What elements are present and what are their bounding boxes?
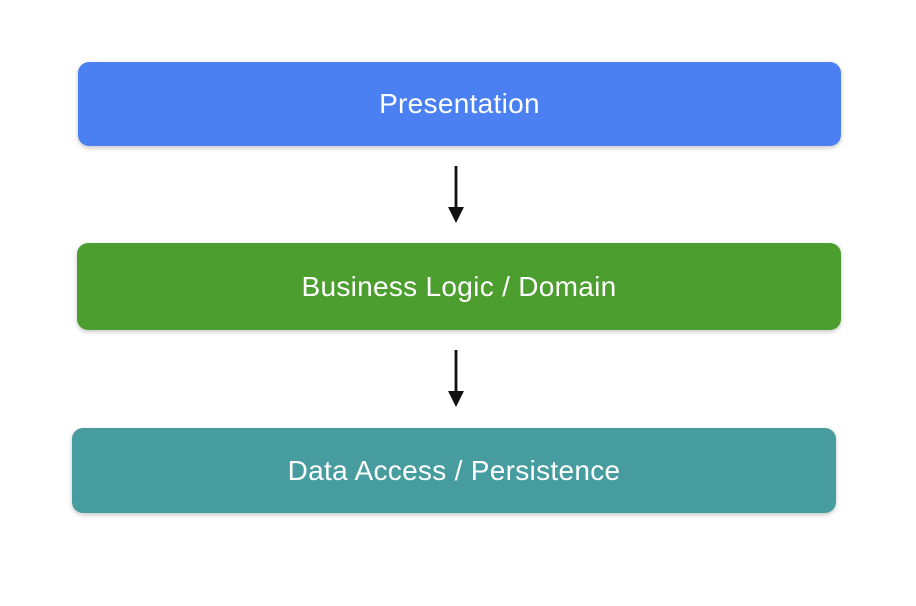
layer-label-business-logic: Business Logic / Domain bbox=[301, 270, 617, 302]
layer-box-business-logic: Business Logic / Domain bbox=[77, 243, 841, 330]
layer-label-presentation: Presentation bbox=[379, 88, 540, 119]
layer-label-data-access: Data Access / Persistence bbox=[287, 454, 621, 486]
down-arrow-icon bbox=[448, 166, 464, 223]
layer-box-data-access: Data Access / Persistence bbox=[72, 428, 836, 513]
layer-box-presentation: Presentation bbox=[78, 62, 841, 146]
down-arrow-icon bbox=[448, 350, 464, 407]
